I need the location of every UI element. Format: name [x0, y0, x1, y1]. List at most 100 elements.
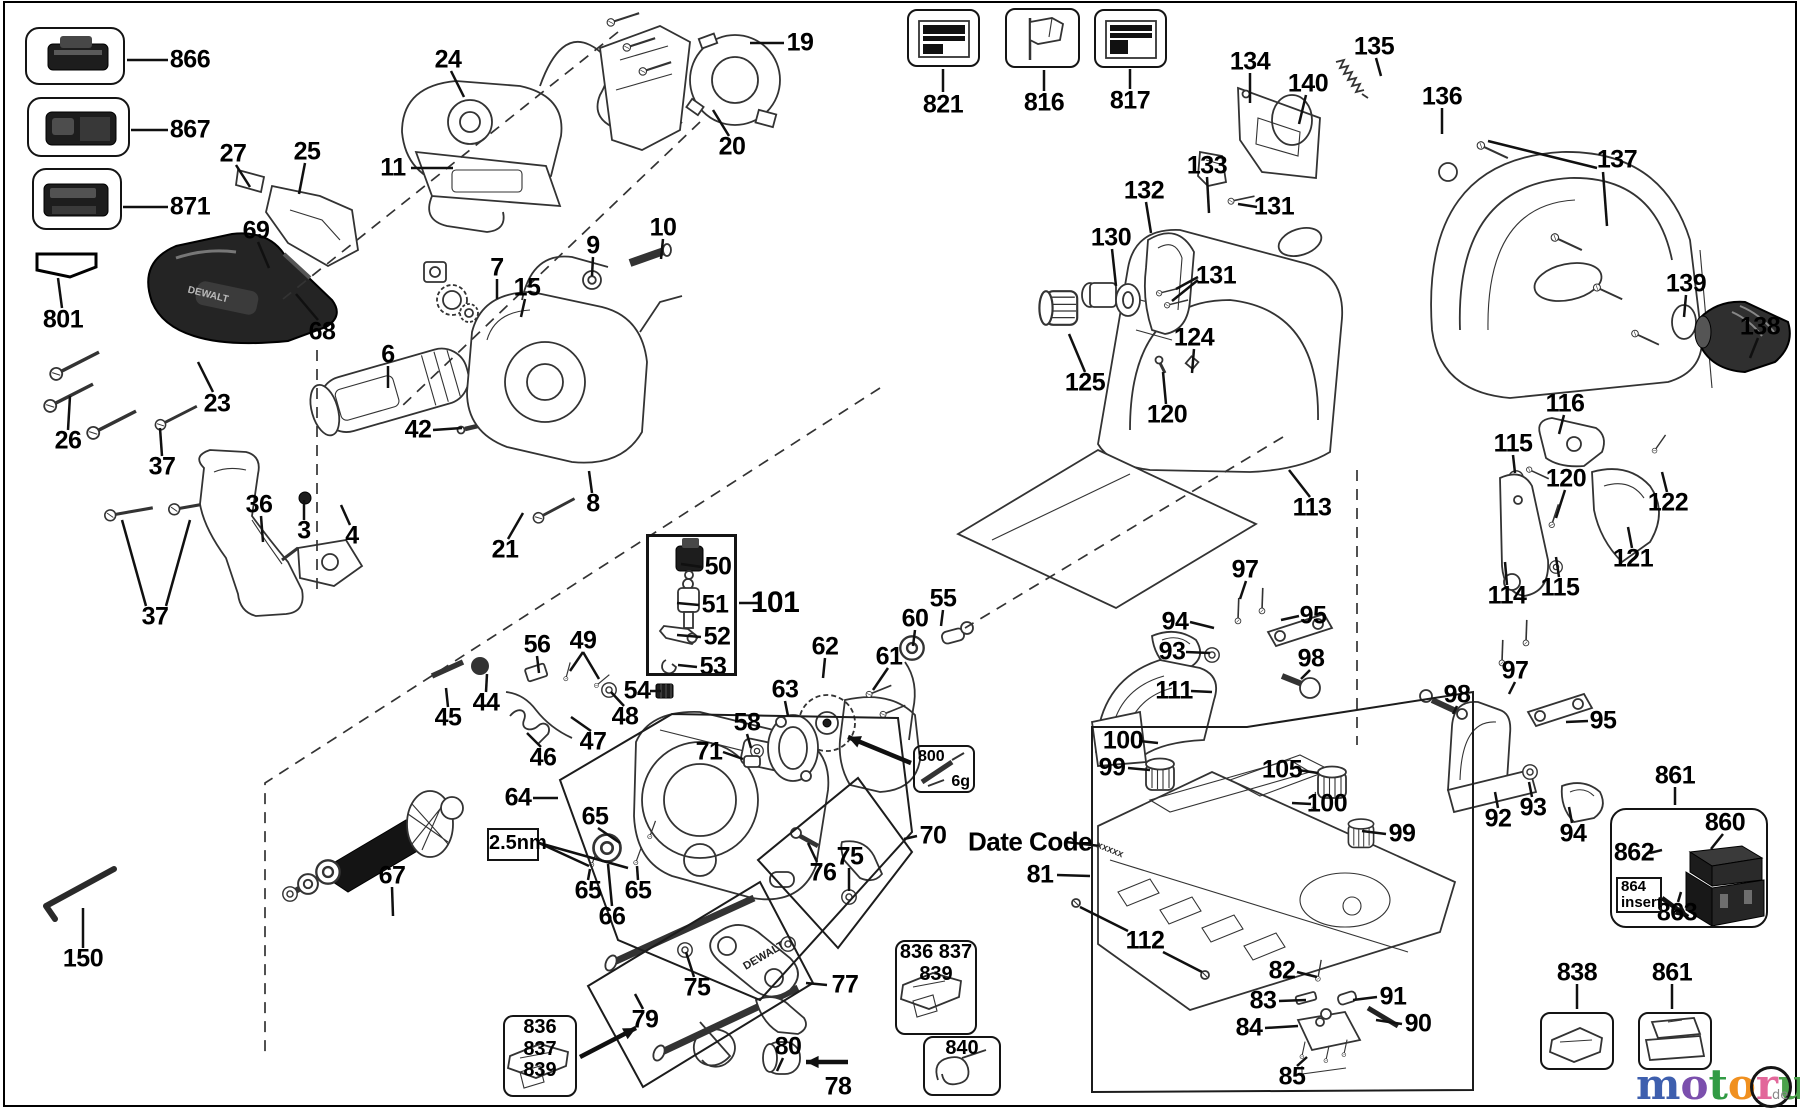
leader-line: [1296, 970, 1318, 979]
leader-line: [1748, 337, 1760, 359]
spring-840-part: [935, 1049, 987, 1086]
bracket-25-part: [265, 184, 359, 268]
leader-line: [1352, 995, 1378, 1002]
part-label-98: 98: [1297, 644, 1325, 673]
part-label-861: 861: [1651, 958, 1693, 987]
leader-line: [1676, 891, 1683, 903]
part-label-63: 63: [771, 675, 799, 704]
leader-line: [684, 951, 696, 978]
leader-line: [1527, 781, 1534, 798]
part-label-68: 68: [308, 317, 336, 346]
part-label-48: 48: [611, 702, 639, 731]
part-label-11: 11: [380, 153, 406, 182]
dashed-boundary: [399, 121, 701, 409]
bearing-housing-62-part: [798, 694, 921, 793]
leader-line: [1238, 580, 1248, 600]
part-label-50: 50: [704, 552, 732, 581]
part-label-100: 100: [1306, 789, 1348, 818]
part-label-862: 862: [1613, 838, 1655, 867]
group-box-101: [646, 534, 737, 676]
shoe-836b-part: [900, 972, 962, 1018]
part-label-116: 116: [1545, 389, 1585, 418]
bracket-134-part: [1237, 86, 1321, 179]
box-text: 800: [918, 748, 945, 765]
case-861-part: [1644, 1017, 1706, 1061]
leader-line: [1171, 279, 1199, 302]
leader-line: [635, 865, 640, 881]
leader-line: [1649, 848, 1663, 855]
leader-line: [1175, 275, 1199, 291]
pin-120-part: [1154, 355, 1167, 374]
part-label-67: 67: [378, 861, 406, 890]
leader-line: [1127, 766, 1151, 772]
plate-116-part: [1538, 417, 1605, 468]
leader-line: [259, 515, 265, 543]
part-label-125: 125: [1064, 368, 1106, 397]
part-label-115: 115: [1540, 573, 1580, 602]
solenoid-50-part: [675, 538, 704, 580]
guard-121-part: [1591, 468, 1660, 564]
leader-line: [1565, 719, 1589, 724]
base-plate-81-part: [1097, 754, 1457, 1011]
part-label-140: 140: [1287, 69, 1329, 98]
part-label-75: 75: [683, 973, 711, 1002]
handle-23-part: [147, 232, 338, 345]
kit-box-867: [27, 97, 130, 157]
part-label-37: 37: [148, 452, 176, 481]
part-label-838: 838: [1556, 958, 1598, 987]
part-label-76: 76: [809, 858, 837, 887]
part-label-112: 112: [1125, 926, 1165, 955]
box-text: 864: [1621, 878, 1647, 895]
box-text: 6g: [951, 773, 970, 790]
leader-line: [1144, 201, 1153, 234]
part-label-816: 816: [1023, 88, 1065, 117]
part-label-25: 25: [293, 137, 321, 166]
leader-line: [66, 395, 72, 431]
dashed-boundary: [264, 387, 881, 1058]
quadrant-111-part: [1090, 659, 1218, 767]
part-label-42: 42: [404, 415, 432, 444]
leader-line: [1067, 333, 1087, 373]
leader-line: [1138, 739, 1159, 745]
pin-91-part: [1337, 990, 1357, 1006]
part-label-150: 150: [62, 944, 104, 973]
leader-line: [538, 841, 590, 868]
part-label-99: 99: [1388, 819, 1416, 848]
part-label-8: 8: [586, 489, 600, 518]
box-text: 839: [919, 962, 953, 985]
part-label-821: 821: [922, 90, 964, 119]
part-label-93: 93: [1158, 637, 1186, 666]
leader-line: [805, 981, 828, 987]
part-label-139: 139: [1665, 269, 1707, 298]
link-region-70: [756, 776, 914, 950]
part-label-871: 871: [169, 192, 211, 221]
leader-line: [676, 633, 702, 639]
part-label-113: 113: [1292, 493, 1332, 522]
lever-114-part: [1499, 473, 1549, 597]
pin-55-part: [941, 621, 974, 645]
part-label-51: 51: [701, 590, 729, 619]
gear-15-part: [436, 284, 479, 323]
leader-line: [1185, 650, 1211, 655]
watermark-letter: t: [1708, 1060, 1728, 1109]
part-label-64: 64: [504, 783, 532, 812]
nut-54-part: [655, 683, 674, 699]
part-label-71: 71: [695, 737, 723, 766]
leader-line: [1300, 669, 1311, 680]
dashed-boundary: [964, 436, 1284, 629]
stator-20-part: [685, 32, 781, 129]
leader-line: [745, 733, 753, 749]
leader-line: [1503, 561, 1509, 586]
part-label-58: 58: [733, 708, 761, 737]
part-label-65: 65: [624, 876, 652, 905]
leader-line: [339, 504, 352, 526]
kit-box-838: [1540, 1012, 1614, 1070]
part-label-95: 95: [1589, 706, 1617, 735]
dashed-boundary: [282, 31, 619, 300]
leader-line: [1190, 348, 1196, 374]
part-label-69: 69: [242, 216, 270, 245]
stacked-cases-860-part: [1685, 845, 1765, 927]
block-133-part: [1197, 150, 1228, 187]
leader-line: [1626, 526, 1634, 549]
